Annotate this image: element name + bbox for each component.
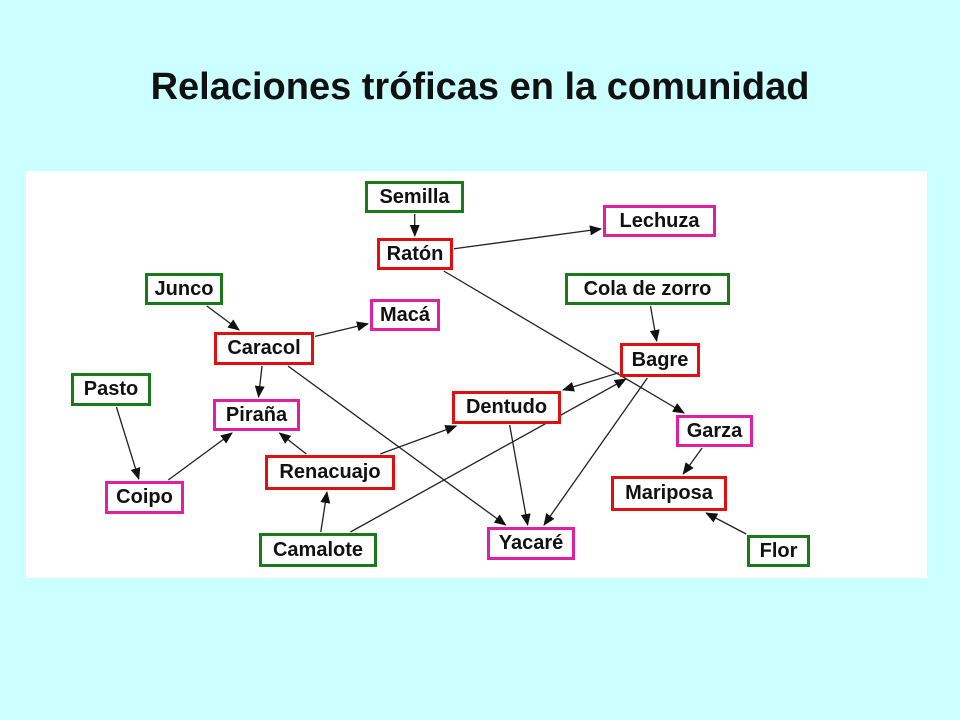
- arrow-pasto-to-coipo: [115, 406, 141, 480]
- arrow-bagre-to-dentudo: [562, 372, 620, 392]
- node-mariposa: Mariposa: [611, 476, 727, 511]
- node-lechuza: Lechuza: [603, 205, 716, 237]
- arrow-garza-to-mariposa: [682, 447, 703, 475]
- arrow-caracol-to-maca: [314, 321, 369, 338]
- node-yacare: Yacaré: [487, 527, 575, 560]
- arrow-coipo-to-pirana: [167, 432, 233, 481]
- arrow-cola-to-bagre: [649, 305, 660, 342]
- arrow-renacuajo-to-dentudo: [380, 425, 458, 455]
- slide-title: Relaciones tróficas en la comunidad: [150, 66, 810, 108]
- arrow-bagre-to-yacare: [543, 377, 648, 526]
- node-caracol: Caracol: [214, 332, 314, 365]
- node-dentudo: Dentudo: [452, 391, 561, 424]
- node-pirana: Piraña: [213, 399, 300, 431]
- node-camalote: Camalote: [259, 533, 377, 567]
- node-maca: Macá: [370, 299, 440, 331]
- node-flor: Flor: [747, 535, 810, 567]
- node-garza: Garza: [676, 415, 753, 447]
- arrow-caracol-to-pirana: [254, 365, 265, 398]
- arrow-renacuajo-to-pirana: [278, 432, 307, 455]
- arrow-camalote-to-bagre: [350, 378, 627, 533]
- arrow-dentudo-to-yacare: [509, 424, 531, 526]
- arrow-junco-to-caracol: [206, 305, 240, 331]
- node-raton: Ratón: [377, 238, 453, 270]
- food-web-arrows: [115, 213, 747, 535]
- node-cola: Cola de zorro: [565, 273, 730, 305]
- node-pasto: Pasto: [71, 373, 151, 406]
- node-semilla: Semilla: [365, 181, 464, 213]
- arrow-caracol-to-yacare: [287, 365, 507, 526]
- arrow-raton-to-garza: [443, 270, 685, 414]
- node-junco: Junco: [145, 273, 223, 305]
- arrow-camalote-to-renacuajo: [320, 491, 331, 533]
- arrow-flor-to-mariposa: [705, 512, 747, 535]
- node-renacuajo: Renacuajo: [265, 455, 395, 490]
- node-coipo: Coipo: [105, 481, 184, 514]
- arrow-raton-to-lechuza: [453, 225, 602, 250]
- node-bagre: Bagre: [620, 343, 700, 377]
